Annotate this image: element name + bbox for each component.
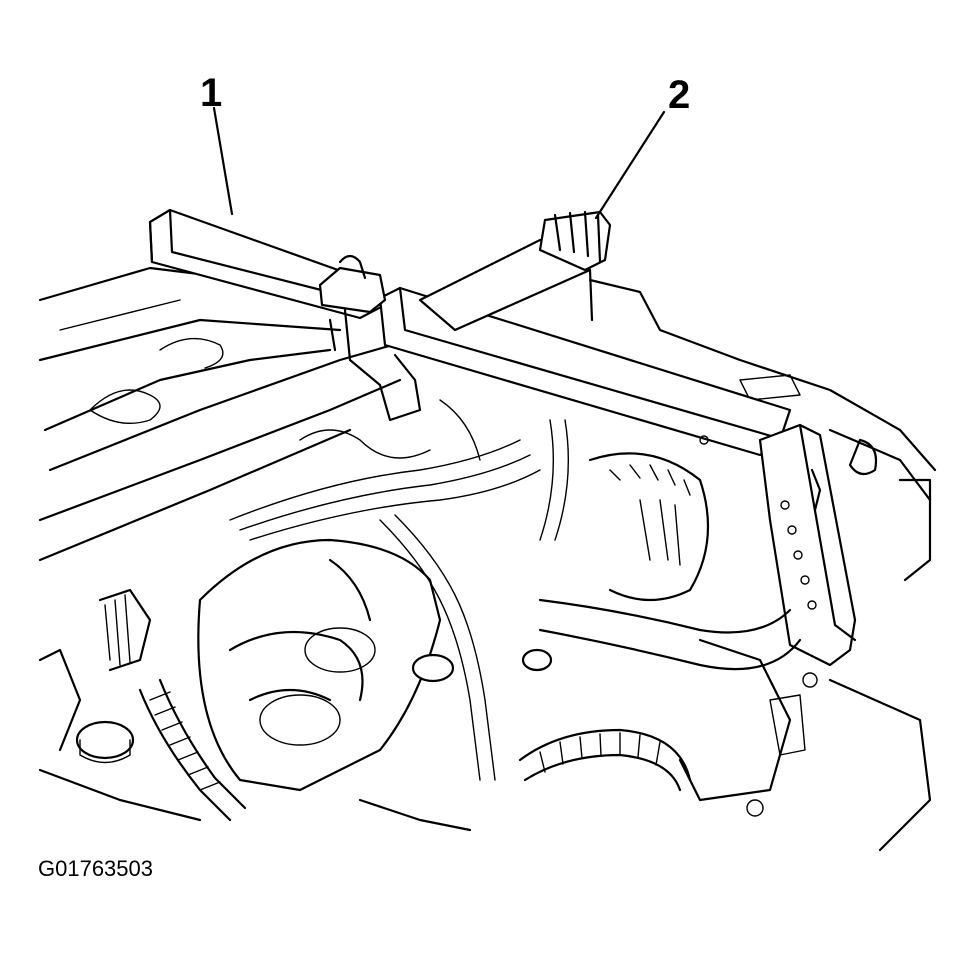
support-fixture-beam-1 [148, 208, 792, 457]
reservoir-cap-left [75, 720, 135, 764]
engine-intake-assembly [197, 538, 442, 792]
callout-2-label: 2 [668, 73, 690, 117]
callout-2-leader [594, 110, 666, 220]
left-spring-hose [98, 588, 247, 822]
fitting-cap [521, 648, 553, 672]
callout-1-label: 1 [200, 71, 222, 115]
callout-1-leader [212, 106, 234, 216]
coolant-hose [538, 598, 802, 671]
lower-left-outline [38, 648, 472, 832]
battery-tray-area [678, 638, 932, 852]
oil-fill-cap [411, 653, 455, 683]
beam-clamp [318, 254, 422, 422]
alternator [588, 452, 710, 602]
right-fender-outline [588, 278, 937, 582]
support-fixture-beam-2 [418, 210, 612, 332]
right-support-bracket [758, 423, 857, 667]
figure-id-label: G01763503 [38, 856, 153, 881]
corrugated-conduit [518, 728, 692, 792]
wiring-harness [229, 399, 570, 781]
